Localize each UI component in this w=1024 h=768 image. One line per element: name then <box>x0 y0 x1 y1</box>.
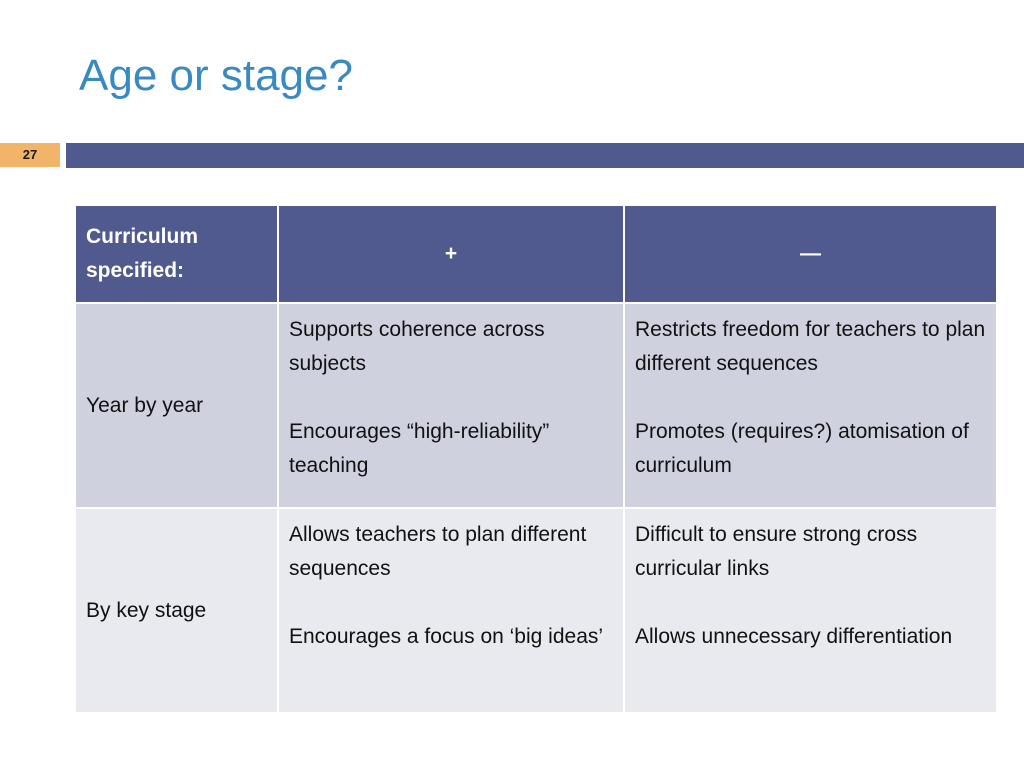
table-row: Year by year Supports coherence across s… <box>76 304 996 509</box>
header-curriculum-specified: Curriculum specified: <box>76 206 279 304</box>
cell-text: Allows teachers to plan different sequen… <box>289 523 587 580</box>
cell-text: Supports coherence across subjects <box>289 318 545 375</box>
header-plus: + <box>279 206 625 304</box>
slide-number-badge: 27 <box>0 143 60 167</box>
cell-text: Difficult to ensure strong cross curricu… <box>635 523 918 580</box>
cell-plus: Supports coherence across subjects Encou… <box>279 304 625 509</box>
row-label-year-by-year: Year by year <box>76 304 279 509</box>
cell-minus: Difficult to ensure strong cross curricu… <box>625 509 996 714</box>
table-header-row: Curriculum specified: + — <box>76 206 996 304</box>
cell-text: Encourages “high-reliability” teaching <box>289 420 550 477</box>
cell-text: Encourages a focus on ‘big ideas’ <box>289 625 604 648</box>
header-minus: — <box>625 206 996 304</box>
cell-text: Allows unnecessary differentiation <box>635 625 953 648</box>
cell-text: Restricts freedom for teachers to plan d… <box>635 318 986 375</box>
cell-plus: Allows teachers to plan different sequen… <box>279 509 625 714</box>
row-label-by-key-stage: By key stage <box>76 509 279 714</box>
comparison-table: Curriculum specified: + — Year by year S… <box>76 206 996 714</box>
slide-title: Age or stage? <box>79 51 353 100</box>
cell-text: Promotes (requires?) atomisation of curr… <box>635 420 969 477</box>
table-row: By key stage Allows teachers to plan dif… <box>76 509 996 714</box>
cell-minus: Restricts freedom for teachers to plan d… <box>625 304 996 509</box>
title-rule-bar <box>66 143 1024 168</box>
